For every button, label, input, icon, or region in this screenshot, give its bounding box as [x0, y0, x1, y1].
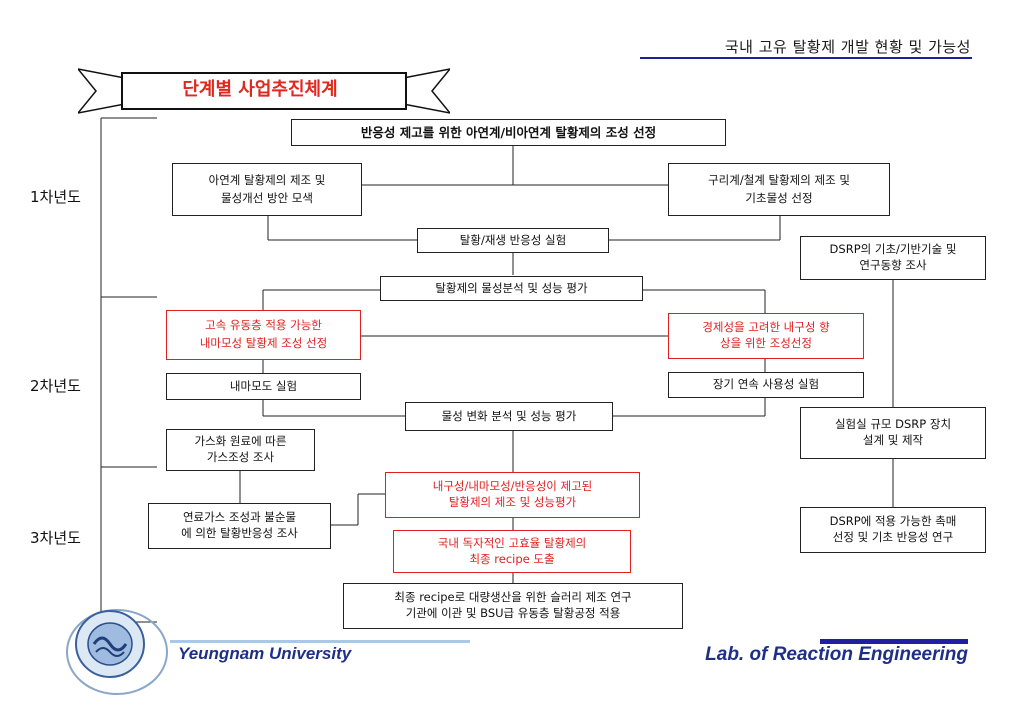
footer-lab: Lab. of Reaction Engineering	[705, 644, 968, 665]
year-label-3: 3차년도	[30, 529, 81, 547]
year-label-1: 1차년도	[30, 188, 81, 206]
banner-title: 단계별 사업추진체계	[182, 79, 338, 100]
node-composition-selection: 반응성 제고를 위한 아연계/비아연계 탈황제의 조성 선정	[291, 119, 726, 146]
node-long-term-test: 장기 연속 사용성 실험	[668, 372, 864, 398]
node-change-analysis: 물성 변화 분석 및 성능 평가	[405, 402, 613, 431]
node-property-evaluation: 탈황제의 물성분석 및 성능 평가	[380, 276, 643, 301]
node-regen-experiment: 탈황/재생 반응성 실험	[417, 228, 609, 253]
year-label-2: 2차년도	[30, 377, 81, 395]
node-wear-test: 내마모도 실험	[166, 373, 361, 400]
footer-bar-left	[170, 640, 470, 643]
header-title: 국내 고유 탈황제 개발 현황 및 가능성	[724, 38, 971, 56]
university-seal-logo	[66, 609, 168, 695]
banner-frame	[78, 68, 450, 114]
header-underline	[640, 57, 972, 59]
footer-university: Yeungnam University	[178, 644, 352, 663]
footer-bar-right	[820, 639, 968, 644]
